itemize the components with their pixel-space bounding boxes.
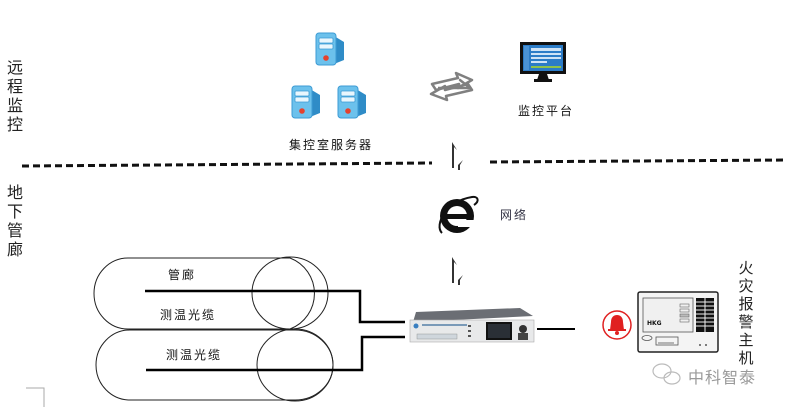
cable-label-top: 测温光缆 [160,308,217,322]
cable-label-bottom: 测温光缆 [166,348,223,362]
updown-arrow-icon [452,142,463,170]
panel-brand-label: HKG [647,320,662,327]
monitor-icon [520,42,566,82]
bidirectional-arrow-icon [429,71,474,102]
server-icon [291,85,320,119]
corridor-tube-bottom [95,328,334,402]
watermark-text: 中科智泰 [688,368,757,387]
zone-divider-right [489,158,787,164]
corridor-label: 管廊 [168,268,197,282]
zone-label-underground: 地下管廊 [6,183,23,259]
updown-arrow-icon [452,257,463,285]
network-label: 网络 [500,208,529,222]
zone-divider-left [21,161,433,168]
zone-label-remote: 远程监控 [6,58,23,134]
server-icon [337,85,366,119]
fiber-cable-bottom [146,335,405,372]
fiber-cable-top [145,289,405,324]
temperature-monitoring-device [409,308,535,343]
platform-label: 监控平台 [518,104,575,118]
network-icon [438,195,479,234]
fire-alarm-panel-icon [637,291,719,353]
alarm-host-label: 火灾报警主机 [738,259,754,367]
corner-mark [26,387,45,407]
wechat-icon [652,363,681,385]
servers-label: 集控室服务器 [289,138,374,152]
server-icon [315,32,344,66]
bell-alarm-icon [602,310,632,340]
